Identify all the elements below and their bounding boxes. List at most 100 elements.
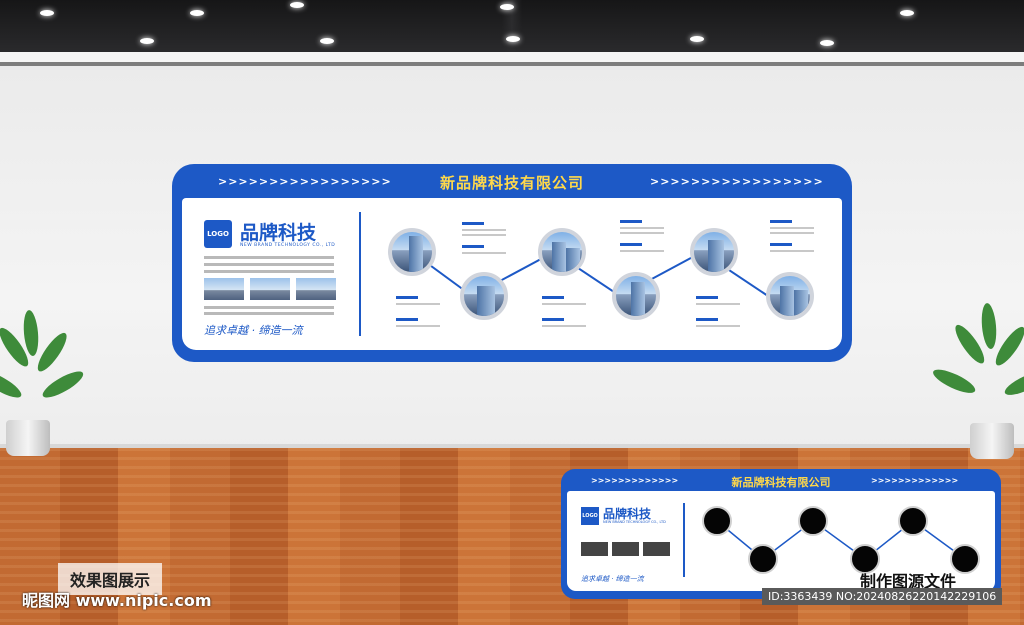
arrow-decoration-right: >>>>>>>>>>>>> bbox=[871, 476, 959, 485]
leaf bbox=[980, 302, 998, 350]
text-heading-bar bbox=[696, 296, 718, 299]
logo-badge: LOGO bbox=[204, 220, 232, 248]
ceiling-light bbox=[820, 40, 834, 46]
arrow-decoration-right: >>>>>>>>>>>>>>>>> bbox=[650, 175, 824, 188]
text-line bbox=[620, 232, 664, 234]
building-photo-circle bbox=[460, 272, 508, 320]
text-line bbox=[770, 250, 814, 252]
text-line bbox=[396, 303, 440, 305]
building-photo-circle bbox=[612, 272, 660, 320]
building-photo-circle bbox=[766, 272, 814, 320]
text-heading-bar bbox=[462, 222, 484, 225]
text-line bbox=[542, 325, 586, 327]
building-shape bbox=[552, 242, 566, 272]
plant-pot bbox=[970, 423, 1014, 459]
text-heading-bar bbox=[542, 318, 564, 321]
text-line bbox=[542, 303, 586, 305]
ceiling-light bbox=[506, 36, 520, 42]
building-thumbnail bbox=[204, 278, 244, 300]
ceiling bbox=[0, 0, 1024, 52]
text-heading-bar bbox=[620, 243, 642, 246]
preview-title: 新品牌科技有限公司 bbox=[731, 476, 831, 489]
arrow-decoration-left: >>>>>>>>>>>>>>>>> bbox=[218, 175, 392, 188]
leaf bbox=[0, 366, 25, 403]
text-heading-bar bbox=[696, 318, 718, 321]
ceiling-light bbox=[900, 10, 914, 16]
brand-subtitle: NEW BRAND TECHNOLOGY CO., LTD bbox=[603, 520, 666, 524]
text-line bbox=[204, 270, 334, 273]
board-panel: LOGO 品牌科技 NEW BRAND TECHNOLOGY CO., LTD … bbox=[182, 198, 842, 350]
image-id-tag: ID:3363439 NO:20240826220142229106 bbox=[762, 588, 1003, 605]
text-heading-bar bbox=[396, 296, 418, 299]
logo-badge: LOGO bbox=[581, 507, 599, 525]
photo-circle-placeholder bbox=[850, 544, 880, 574]
photo-placeholder bbox=[612, 542, 639, 556]
building-shape bbox=[409, 236, 423, 272]
ceiling-light bbox=[320, 38, 334, 44]
text-heading-bar bbox=[770, 220, 792, 223]
brand-name: 品牌科技 bbox=[240, 222, 317, 244]
ceiling-trim bbox=[0, 52, 1024, 66]
ceiling-light bbox=[500, 4, 514, 10]
ceiling-light bbox=[290, 2, 304, 8]
ceiling-light bbox=[140, 38, 154, 44]
potted-plant-left bbox=[0, 300, 87, 475]
source-file-preview: >>>>>>>>>>>>> 新品牌科技有限公司 >>>>>>>>>>>>> LO… bbox=[561, 469, 1001, 599]
arrow-decoration-left: >>>>>>>>>>>>> bbox=[591, 476, 679, 485]
text-line bbox=[462, 234, 506, 236]
building-thumbnail bbox=[296, 278, 336, 300]
building-photo-circle bbox=[690, 228, 738, 276]
watermark: 昵图网 www.nipic.com bbox=[22, 591, 212, 610]
text-line bbox=[462, 229, 506, 231]
ceiling-light bbox=[190, 10, 204, 16]
text-line bbox=[204, 306, 334, 309]
ceiling-light bbox=[690, 36, 704, 42]
photo-placeholder bbox=[643, 542, 670, 556]
building-thumbnail bbox=[250, 278, 290, 300]
text-line bbox=[204, 256, 334, 259]
ceiling-light bbox=[40, 10, 54, 16]
text-heading-bar bbox=[462, 245, 484, 248]
building-shape bbox=[780, 286, 794, 316]
leaf bbox=[1002, 367, 1024, 400]
photo-circle-placeholder bbox=[950, 544, 980, 574]
building-shape bbox=[566, 248, 580, 272]
baseboard bbox=[0, 444, 1024, 450]
text-line bbox=[770, 232, 814, 234]
brand-subtitle: NEW BRAND TECHNOLOGY CO., LTD bbox=[240, 243, 336, 248]
text-line bbox=[696, 303, 740, 305]
timeline-connector bbox=[411, 250, 769, 298]
potted-plant-right bbox=[930, 295, 1024, 475]
text-line bbox=[620, 227, 664, 229]
building-shape bbox=[477, 286, 495, 316]
building-shape bbox=[631, 282, 645, 316]
text-heading-bar bbox=[770, 243, 792, 246]
text-heading-bar bbox=[396, 318, 418, 321]
photo-circle-placeholder bbox=[898, 506, 928, 536]
effect-caption: 效果图展示 bbox=[58, 563, 163, 595]
photo-circle-placeholder bbox=[702, 506, 732, 536]
divider bbox=[359, 212, 361, 336]
text-line bbox=[770, 227, 814, 229]
board-title: 新品牌科技有限公司 bbox=[439, 174, 584, 192]
text-heading-bar bbox=[620, 220, 642, 223]
text-line bbox=[204, 263, 334, 266]
building-shape bbox=[708, 240, 724, 272]
plant-pot bbox=[6, 420, 50, 456]
preview-panel: LOGO 品牌科技 NEW BRAND TECHNOLOGY CO., LTD … bbox=[567, 491, 995, 591]
divider bbox=[683, 503, 685, 577]
leaf bbox=[22, 309, 40, 357]
slogan: 追求卓越 · 缔造一流 bbox=[581, 575, 644, 583]
brand-name: 品牌科技 bbox=[603, 507, 652, 521]
building-photo-circle bbox=[538, 228, 586, 276]
building-shape bbox=[794, 290, 808, 316]
text-heading-bar bbox=[542, 296, 564, 299]
text-line bbox=[620, 250, 664, 252]
building-photo-circle bbox=[388, 228, 436, 276]
text-line bbox=[396, 325, 440, 327]
text-line bbox=[696, 325, 740, 327]
photo-circle-placeholder bbox=[798, 506, 828, 536]
photo-circle-placeholder bbox=[748, 544, 778, 574]
text-line bbox=[462, 252, 506, 254]
text-line bbox=[204, 312, 334, 315]
